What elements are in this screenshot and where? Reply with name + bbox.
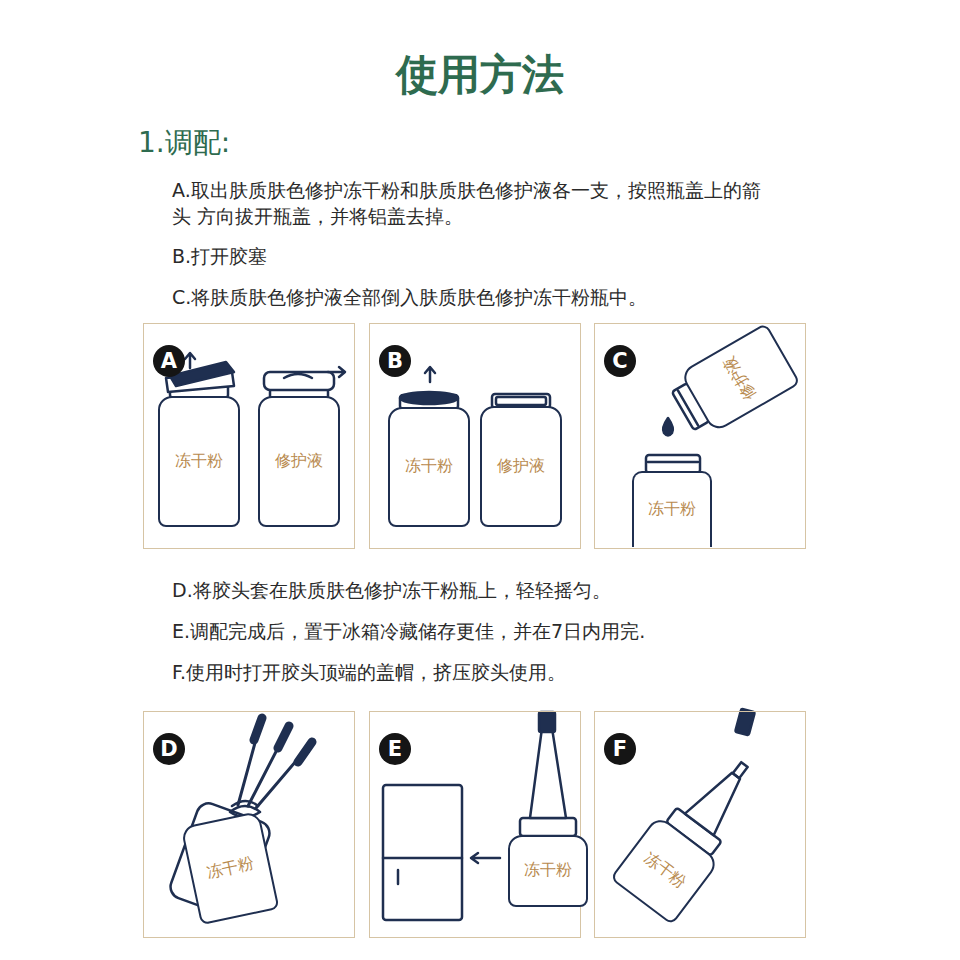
step-letter: B — [379, 345, 411, 377]
step-panel: D 冻干粉 — [143, 711, 355, 938]
bottle: 冻干粉 — [388, 407, 470, 527]
step-text: D.将胶头套在肤质肤色修护冻干粉瓶上，轻轻摇匀。 — [172, 577, 852, 603]
section-heading: 1.调配: — [138, 124, 438, 162]
bottle: 冻干粉 — [180, 810, 279, 924]
bottle-label: 冻干粉 — [204, 852, 255, 883]
bottle: 修护液 — [258, 396, 340, 527]
aluminum-cap — [264, 372, 334, 399]
fridge — [383, 785, 462, 920]
step-letter: A — [153, 345, 185, 377]
bottle: 冻干粉 — [158, 396, 240, 527]
bottle-label: 冻干粉 — [639, 847, 690, 893]
step-letter: F — [604, 733, 636, 765]
bottle-label: 修护液 — [275, 451, 323, 472]
arrow-left — [471, 853, 500, 863]
bottle: 修护液 — [679, 322, 801, 433]
bottle-label: 冻干粉 — [524, 860, 572, 881]
step-text: E.调配完成后，置于冰箱冷藏储存更佳，并在7日内用完. — [172, 618, 852, 644]
step-letter: D — [153, 733, 185, 765]
arrow-up — [185, 353, 195, 368]
arrow-right — [328, 367, 345, 377]
bottle-label: 冻干粉 — [405, 456, 453, 477]
bottle: 冻干粉 — [609, 814, 719, 925]
step-panel: A 冻干粉 修护液 — [143, 323, 355, 549]
bottle-label: 冻干粉 — [175, 451, 223, 472]
step-letter: E — [379, 733, 411, 765]
step-panel: C 修护液冻干粉 — [594, 323, 806, 549]
bottle-label: 冻干粉 — [648, 499, 696, 520]
drop — [663, 418, 673, 436]
step-text: C.将肤质肤色修护液全部倒入肤质肤色修护冻干粉瓶中。 — [172, 284, 852, 310]
step-panel: B 冻干粉 修护液 — [369, 323, 581, 549]
page-title: 使用方法 — [0, 50, 960, 100]
bottle-label: 修护液 — [497, 456, 545, 477]
bottle-label: 修护液 — [718, 351, 760, 403]
step-letter: C — [604, 345, 636, 377]
step-panel: E 冻干粉 — [369, 711, 581, 938]
bottle: 冻干粉 — [632, 471, 712, 548]
step-text: F.使用时打开胶头顶端的盖帽，挤压胶头使用。 — [172, 659, 852, 685]
bottle: 冻干粉 — [508, 835, 588, 907]
step-text: A.取出肤质肤色修护冻干粉和肤质肤色修护液各一支，按照瓶盖上的箭头 方向拔开瓶盖… — [172, 177, 772, 229]
step-panel: F 冻干粉 — [594, 711, 806, 938]
arrow-up — [425, 367, 435, 382]
step-text: B.打开胶塞 — [172, 243, 812, 269]
bottle: 修护液 — [480, 406, 562, 527]
